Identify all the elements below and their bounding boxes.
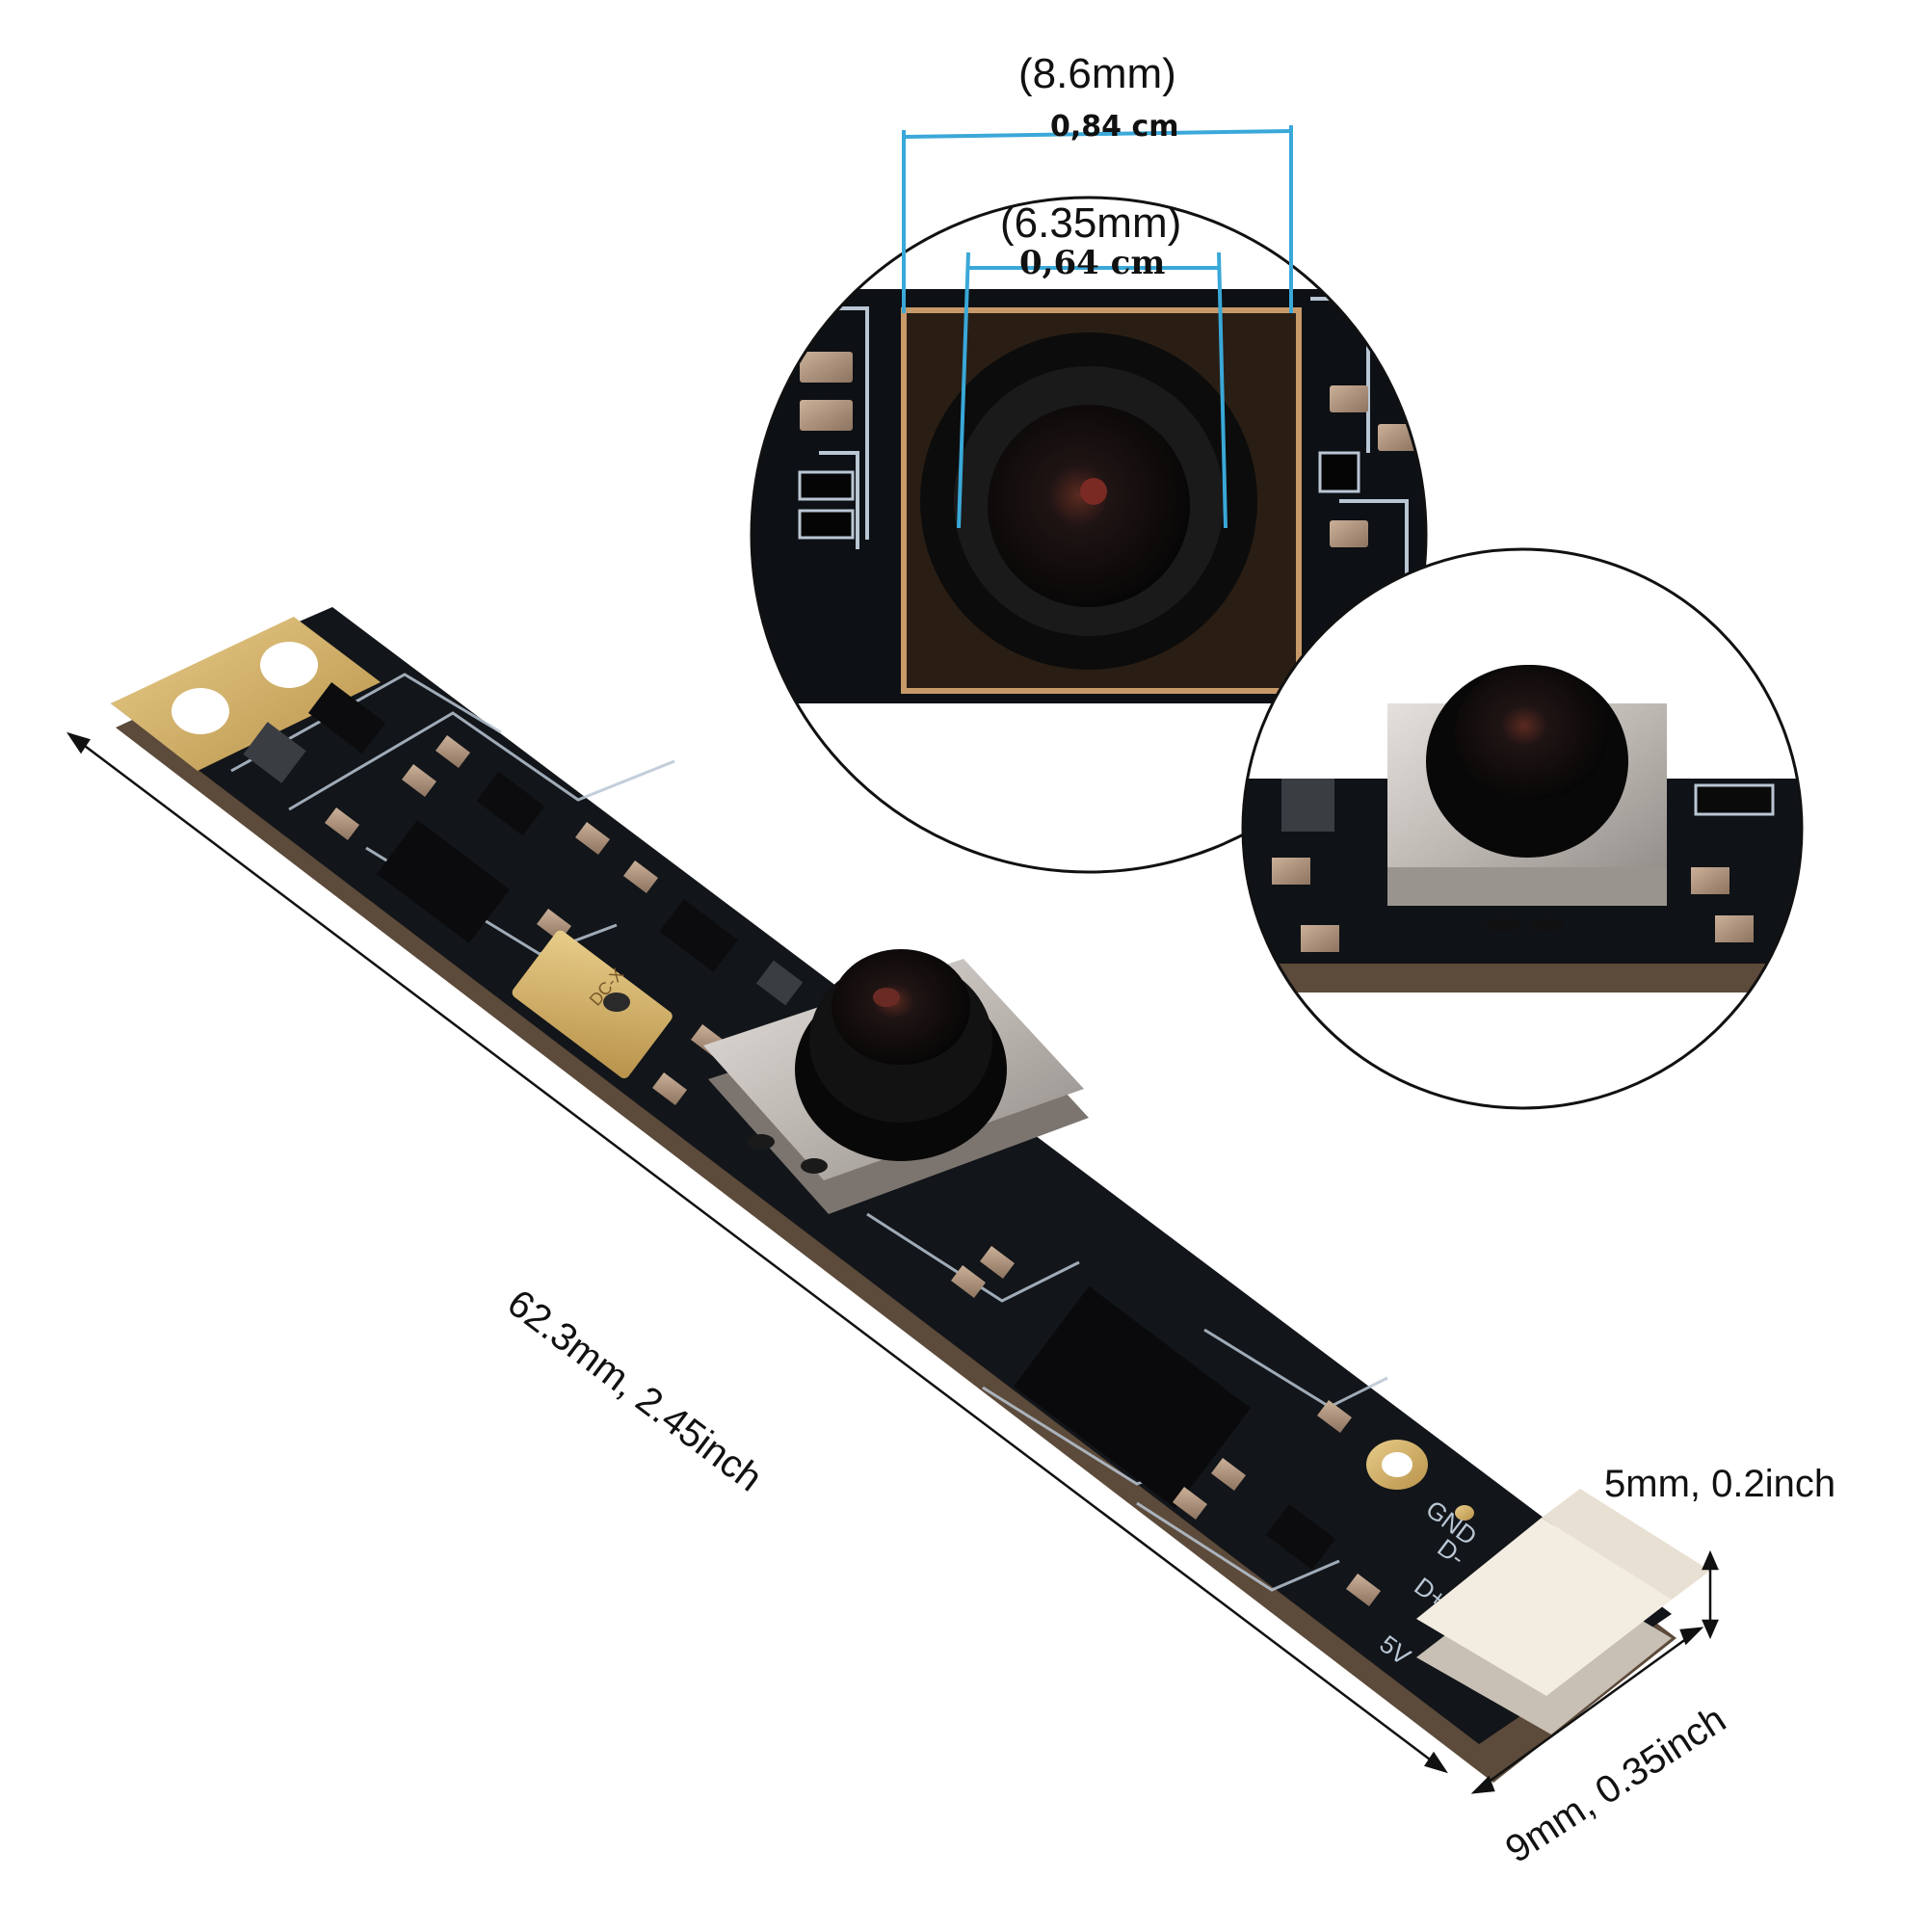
transistor-chip [659,899,738,972]
transistor-chip [476,771,545,836]
width-dimension-line [1473,1627,1702,1794]
arrow-head [1702,1619,1719,1640]
inner-dim-tick-left [957,251,970,529]
regulator-chip [1266,1503,1335,1571]
housing-slot [748,1134,775,1150]
regulator-chip [308,681,385,754]
housing-slot [801,1158,828,1174]
camera-lens [832,949,970,1065]
inset-lens [988,405,1190,607]
camera-module-main [703,949,1089,1214]
smd-components [243,681,1474,1607]
mounting-hole [172,688,229,734]
inset-border [750,196,1428,874]
lens-outer-cm-label: 0,84 cm [1050,110,1179,144]
pad-hole [1382,1452,1412,1477]
inductor [755,960,804,1006]
camera-module-board: 5V D+ D- GND DC-X [111,607,1710,1783]
inset-lens-reflection [1080,478,1107,505]
arrow-head [1679,1627,1704,1646]
small-inset-components [1272,858,1754,952]
length-dimension-line [68,733,1446,1772]
lens-inner-cm-label: 0,64 cm [1019,244,1166,282]
inductor [243,722,306,783]
lens-reflection [873,988,900,1007]
module-side-inset [1241,547,1804,1110]
test-pad [1455,1505,1474,1521]
inset-resistors [798,451,1360,540]
connector-top [1542,1489,1710,1600]
inner-dim-tick-right [1217,251,1227,529]
lens-outer-mm-label: (8.6mm) [1018,50,1176,97]
small-inset-lens [1455,665,1609,800]
lens-closeup-inset [750,125,1428,874]
mounting-hole [260,642,318,688]
outer-dim-line [903,129,1292,139]
lens-inner-mm-label: (6.35mm) [1000,199,1182,247]
lens-dimension-lines [902,125,1293,529]
connector-height-label: 5mm, 0.2inch [1604,1463,1836,1505]
microphone [512,930,673,1079]
mic-port [603,992,630,1012]
small-inset-inductor [1281,779,1334,832]
flash-chip [377,819,510,944]
small-inset-border [1241,547,1804,1110]
arrow-head [66,731,91,754]
image-processor-chip [1014,1285,1251,1509]
small-inset-board-edge [1243,964,1802,992]
cable-connector [1416,1489,1710,1734]
connector-body [1416,1518,1672,1696]
small-inset-housing-front [1387,867,1667,906]
arrow-head [1702,1549,1719,1571]
inset-components [800,352,1416,547]
arrow-head [1424,1751,1448,1774]
dimension-lines [66,731,1719,1794]
arrow-head [1470,1775,1495,1794]
